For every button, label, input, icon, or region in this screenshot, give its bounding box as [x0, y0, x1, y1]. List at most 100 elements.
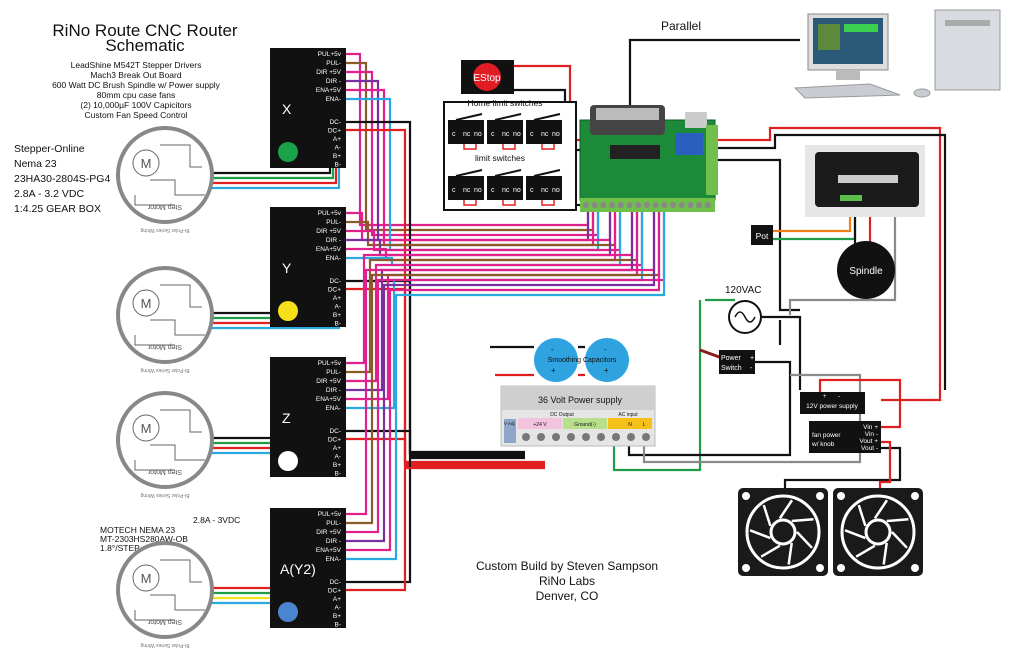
fan-power-wire [818, 378, 902, 429]
fan-power-line1: fan power [812, 432, 841, 439]
fan-blade [844, 529, 866, 540]
driver-terminal-label: DC+ [328, 588, 341, 595]
fan-blade [749, 529, 771, 540]
switch-pin-label: no [513, 131, 521, 138]
dc-minus-wire [346, 456, 525, 584]
signal-wire [346, 212, 666, 561]
switch-body [448, 176, 484, 200]
spec-line: 1.8°/STEP [100, 543, 140, 553]
signal-wire [346, 212, 661, 552]
parts-item: 80mm cpu case fans [97, 90, 175, 100]
fan-blade [873, 499, 889, 520]
terminal-screw [627, 433, 635, 441]
motor-coils [134, 409, 205, 471]
switch-body [487, 120, 523, 144]
switch-pin-label: c [491, 131, 495, 138]
switch-body [526, 176, 562, 200]
usb-port [685, 112, 707, 128]
axis-color-dot [278, 301, 298, 321]
cooling-fan [833, 488, 923, 576]
fan-blade [891, 531, 908, 549]
signal-wire [346, 212, 622, 267]
driver-terminal-label: ENA- [325, 556, 341, 563]
fan-screw-hole [911, 492, 919, 500]
power-switch-line2: Switch [721, 365, 742, 372]
spindle-power-wire [718, 126, 942, 402]
psu12-minus: - [838, 394, 840, 400]
driver-terminal-label: PUL+5v [318, 360, 342, 367]
home-switches-label: Home limit switches [467, 98, 542, 108]
power-switch[interactable]: Power Switch + - [699, 348, 755, 374]
driver-terminal-label: DC+ [328, 437, 341, 444]
axis-color-dot [278, 451, 298, 471]
terminal-screw [617, 202, 624, 208]
fan-ring [745, 494, 821, 570]
driver-terminal-label: B+ [333, 153, 341, 160]
driver-terminal-label: DC+ [328, 128, 341, 135]
potentiometer[interactable]: Pot [751, 225, 773, 245]
estop-button[interactable]: EStop [461, 60, 514, 94]
psu36-vadj: V Adj [504, 421, 515, 426]
relay [675, 133, 703, 155]
driver-terminal-label: B- [335, 321, 342, 328]
spindle-label: Spindle [849, 266, 883, 277]
driver-terminal-label: PUL+5v [318, 511, 342, 518]
fans [738, 488, 923, 576]
motor-wiring-label: Bi-Polar Series Wiring [140, 367, 189, 373]
psu36-ac-input: AC input [618, 412, 638, 418]
fan-frame [833, 488, 923, 576]
fan-pin: Vin + [863, 424, 878, 431]
spec-line: MOTECH NEMA 23 [100, 525, 175, 535]
parts-item: (2) 10,000µF 100V Capicitors [80, 100, 191, 110]
fan-screw-hole [837, 564, 845, 572]
terminal-screw [582, 433, 590, 441]
computer [793, 9, 1001, 99]
terminal-screw [591, 202, 598, 208]
switch-pin-label: nc [502, 187, 510, 194]
fan-power-line2: w/ knob [811, 441, 835, 448]
motor-letter: M [141, 421, 152, 436]
driver-terminal-label: A+ [333, 596, 341, 603]
motor-coils [134, 559, 205, 621]
fan-screw-hole [837, 492, 845, 500]
psu12-label: 12V power supply [806, 403, 858, 410]
switch-wire [463, 144, 477, 150]
terminal-screw [597, 433, 605, 441]
psu36-ground: Ground(-) [574, 422, 596, 428]
driver-terminal-label: PUL- [326, 520, 341, 527]
motor-label: Step Motor [147, 618, 182, 625]
ac-wire [788, 205, 897, 315]
title-line2: Schematic [105, 36, 185, 55]
terminal-screw [635, 202, 642, 208]
driver-terminal-label: B+ [333, 312, 341, 319]
fan-wire [878, 440, 892, 488]
switch-wire [541, 144, 555, 150]
motor-letter: M [141, 296, 152, 311]
fan-speed-controller[interactable]: fan power w/ knob Vin + Vin - Vout + Vou… [809, 421, 881, 453]
switch-pin-label: c [530, 187, 534, 194]
fan-screw-hole [816, 492, 824, 500]
ground-wire [612, 300, 702, 472]
switch-wire [541, 200, 555, 206]
spindle-power-wire [718, 133, 947, 390]
fan-blade [796, 531, 813, 549]
switch-pin-label: c [452, 187, 456, 194]
motor-label: Step Motor [147, 343, 182, 350]
switch-pin-label: nc [502, 131, 510, 138]
psu12-plus: + [823, 394, 827, 400]
driver-axis-label: Z [282, 410, 291, 426]
capacitors-label: Smoothing Capacitors [548, 357, 617, 364]
driver-axis-label: A(Y2) [280, 561, 316, 577]
cap-minus: - [604, 345, 607, 354]
driver-terminal-label: DIR - [326, 237, 341, 244]
credit-line: Denver, CO [536, 589, 599, 603]
power-switch-line1: Power [721, 355, 742, 362]
motor-coils [134, 284, 205, 346]
smoothing-capacitors: Smoothing Capacitors - - + + [534, 338, 629, 382]
driver-terminal-label: A+ [333, 136, 341, 143]
